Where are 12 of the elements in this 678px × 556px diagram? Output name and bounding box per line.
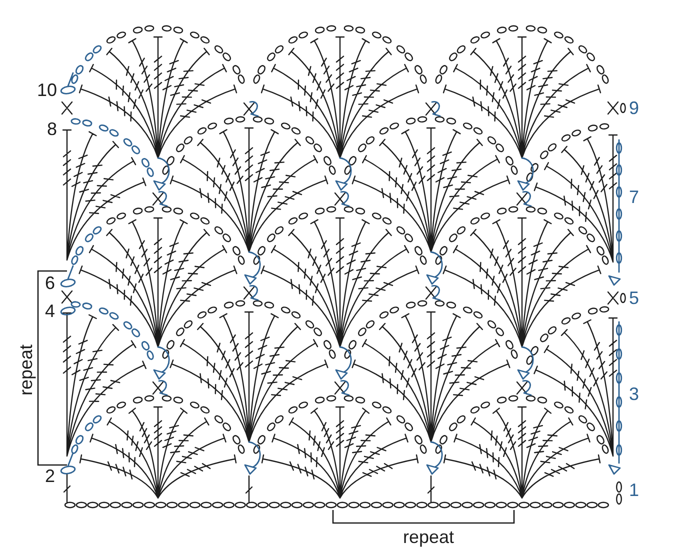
- repeat-label: repeat: [403, 528, 454, 546]
- row-number: 8: [47, 120, 58, 138]
- row-number: 1: [629, 481, 640, 499]
- row-number: 5: [629, 289, 640, 307]
- repeat-label: repeat: [17, 344, 35, 396]
- row-number: 7: [629, 188, 640, 206]
- row-number: 2: [45, 467, 56, 485]
- row-number: 10: [37, 81, 58, 99]
- row-number: 9: [629, 99, 640, 117]
- row-number: 6: [45, 274, 56, 292]
- row-number: 3: [629, 385, 640, 403]
- row-number: 4: [45, 302, 56, 320]
